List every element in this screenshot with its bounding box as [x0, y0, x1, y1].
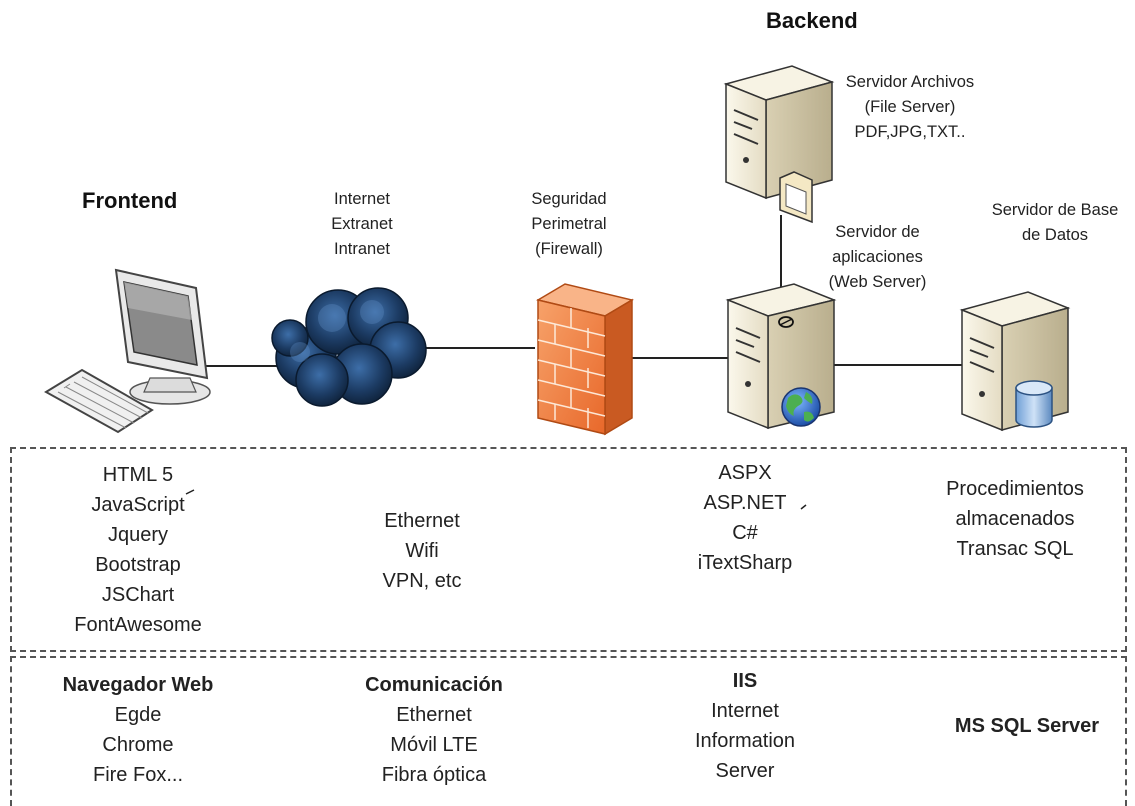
app-server-icon	[725, 283, 837, 430]
app-server-label: Servidor de aplicaciones (Web Server)	[815, 220, 940, 295]
list-item: HTML 5	[102, 464, 174, 486]
db-server-label-line: de Datos	[1021, 226, 1089, 244]
list-item: Information	[694, 730, 796, 752]
file-server-label: Servidor Archivos (File Server) PDF,JPG,…	[830, 70, 990, 145]
computer-icon	[44, 268, 211, 434]
list-item: Egde	[114, 704, 162, 726]
list-item: VPN, etc	[382, 570, 462, 592]
db-server-label-line: Servidor de Base	[991, 201, 1119, 219]
db-server-label: Servidor de Base de Datos	[980, 198, 1130, 248]
list-item: Ethernet	[396, 704, 472, 726]
list-item: ASPX	[718, 462, 772, 484]
file-server-label-line: (File Server)	[864, 98, 956, 116]
folder-icon	[779, 171, 813, 224]
file-server-icon	[723, 65, 835, 224]
network-label-line: Extranet	[331, 215, 393, 233]
stray-mark	[800, 504, 807, 510]
technologies-box	[10, 447, 1127, 652]
list-item: Transac SQL	[956, 538, 1074, 560]
list-item: Móvil LTE	[390, 734, 478, 756]
platforms-box	[10, 656, 1127, 806]
firewall-label-line: (Firewall)	[535, 240, 603, 258]
sql-platform: MS SQL Server	[942, 711, 1112, 741]
list-item: JavaScript	[91, 494, 185, 516]
network-label: Internet Extranet Intranet	[312, 187, 412, 262]
file-server-label-line: Servidor Archivos	[845, 73, 975, 91]
list-item: Fire Fox...	[92, 764, 183, 786]
frontend-tech-list: HTML 5 JavaScript Jquery Bootstrap JSCha…	[58, 460, 218, 640]
list-item: Server	[715, 760, 775, 782]
list-item: JSChart	[101, 584, 175, 606]
app-server-label-line: (Web Server)	[828, 273, 927, 291]
communication-platform: Comunicación Ethernet Móvil LTE Fibra óp…	[344, 670, 524, 790]
iis-platform: IIS Internet Information Server	[675, 666, 815, 786]
list-item: almacenados	[955, 508, 1075, 530]
list-item: FontAwesome	[74, 614, 202, 636]
app-server-label-line: aplicaciones	[832, 248, 923, 266]
firewall-icon	[536, 283, 634, 436]
db-server-icon	[959, 291, 1071, 432]
connector-lines	[205, 215, 962, 367]
platform-title: IIS	[732, 670, 758, 692]
list-item: Jquery	[107, 524, 169, 546]
list-item: iTextSharp	[697, 552, 793, 574]
backend-tech-list: ASPX ASP.NET C# iTextSharp	[675, 458, 815, 578]
browser-platform: Navegador Web Egde Chrome Fire Fox...	[48, 670, 228, 790]
platform-title: Navegador Web	[62, 674, 214, 696]
list-item: Internet	[711, 700, 779, 722]
list-item: Ethernet	[384, 510, 460, 532]
backend-heading: Backend	[766, 8, 858, 33]
firewall-label-line: Perimetral	[531, 215, 607, 233]
app-server-label-line: Servidor de	[835, 223, 920, 241]
file-server-label-line: PDF,JPG,TXT..	[854, 123, 966, 141]
frontend-heading: Frontend	[82, 188, 178, 213]
network-tech-list: Ethernet Wifi VPN, etc	[352, 506, 492, 596]
list-item: Chrome	[102, 734, 174, 756]
firewall-label: Seguridad Perimetral (Firewall)	[514, 187, 624, 262]
list-item: Fibra óptica	[381, 764, 487, 786]
list-item: C#	[732, 522, 758, 544]
cloud-icon	[271, 287, 427, 407]
stray-mark	[185, 489, 195, 495]
list-item: ASP.NET	[703, 492, 787, 514]
platform-title: MS SQL Server	[954, 715, 1100, 737]
list-item: Wifi	[405, 540, 439, 562]
globe-icon	[781, 387, 821, 427]
platform-title: Comunicación	[365, 674, 503, 696]
list-item: Bootstrap	[95, 554, 181, 576]
database-cylinder-icon	[1015, 380, 1053, 428]
network-label-line: Internet	[334, 190, 390, 208]
network-label-line: Intranet	[334, 240, 390, 258]
database-tech-list: Procedimientos almacenados Transac SQL	[925, 474, 1105, 564]
list-item: Procedimientos	[946, 478, 1084, 500]
firewall-label-line: Seguridad	[531, 190, 607, 208]
